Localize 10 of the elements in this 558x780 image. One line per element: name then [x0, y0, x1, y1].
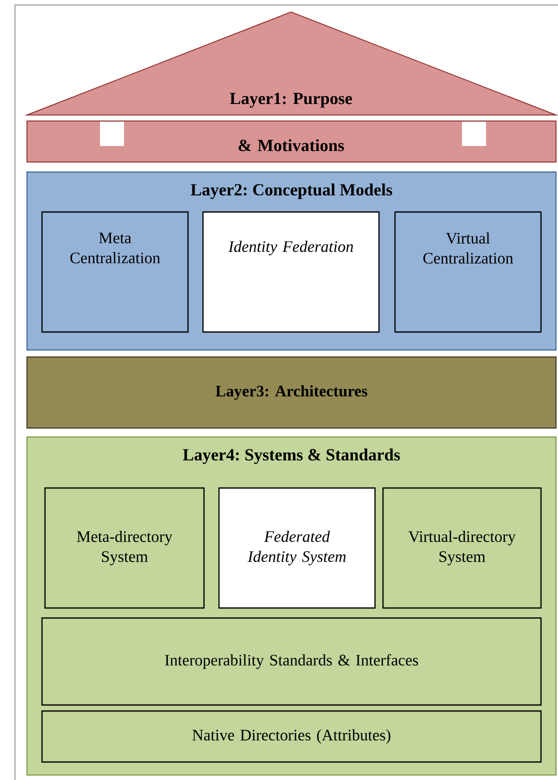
node-label: & Motivations: [238, 139, 344, 152]
concept-box: Native Directories (Attributes): [41, 710, 542, 763]
concept-box: Meta Centralization: [41, 211, 189, 333]
concept-box: Meta-directory System: [44, 487, 205, 609]
concept-box: Virtual Centralization: [394, 211, 542, 333]
concept-box: Federated Identity System: [218, 487, 376, 609]
concept-box: Interoperability Standards & Interfaces: [41, 617, 542, 706]
concept-box: Identity Federation: [202, 211, 380, 333]
layer-band: Layer3: Architectures: [26, 356, 557, 429]
concept-box: Virtual-directory System: [382, 487, 542, 609]
